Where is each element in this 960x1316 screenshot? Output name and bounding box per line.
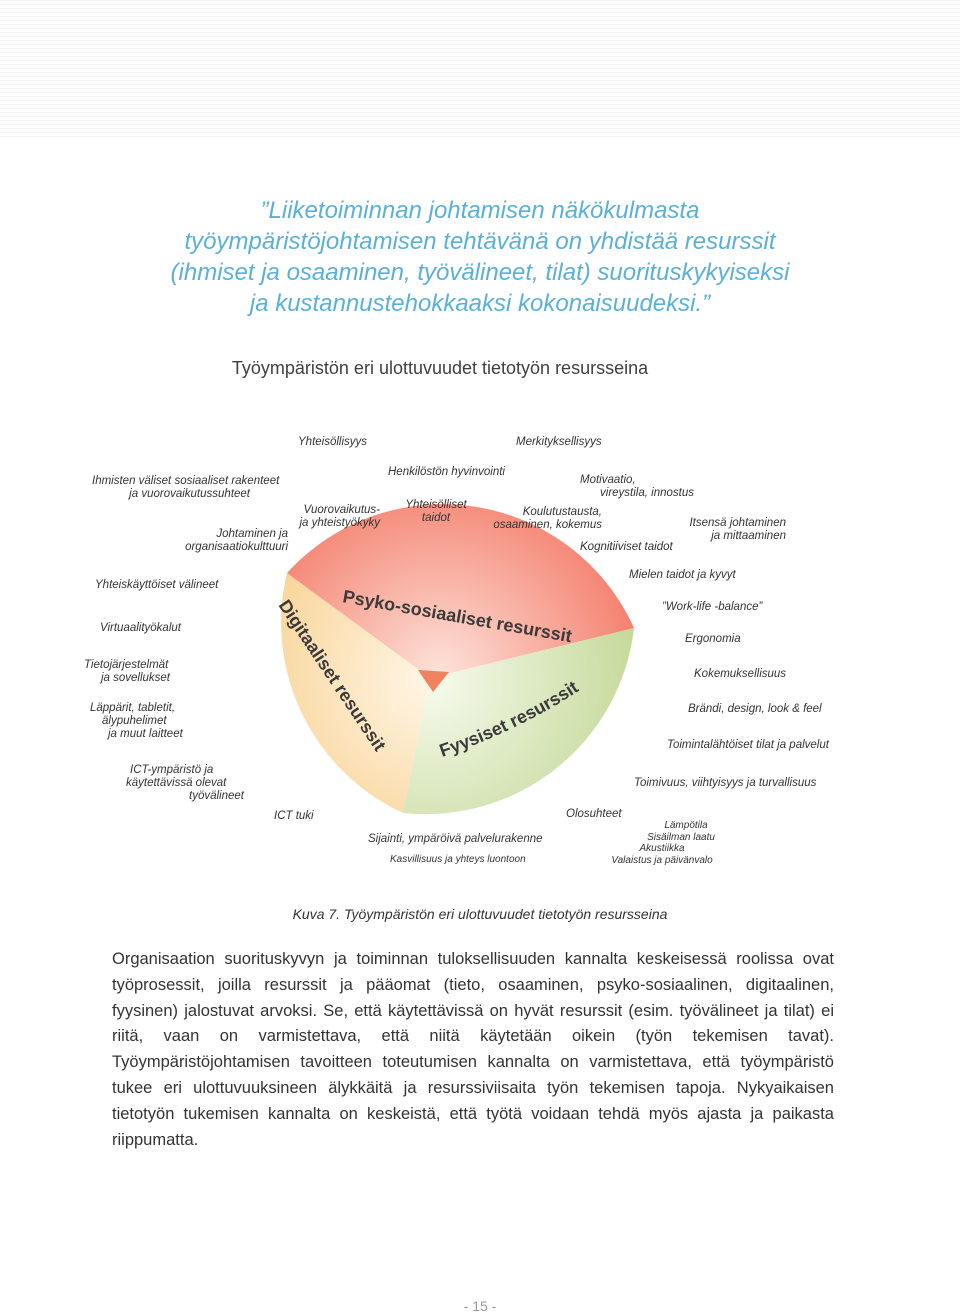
label-yhteisolliset-taidot: Yhteisölliset taidot xyxy=(396,499,476,525)
label-line: Sisäilman laatu xyxy=(600,832,724,844)
label-ict-tuki: ICT tuki xyxy=(274,810,314,823)
label-motivaatio: Motivaatio, vireystila, innostus xyxy=(560,474,694,500)
label-line: ja muut laitteet xyxy=(90,728,183,741)
label-henkiloston-hyvinvointi: Henkilöstön hyvinvointi xyxy=(388,466,505,479)
label-line: Ihmisten väliset sosiaaliset rakenteet xyxy=(92,475,250,488)
label-toimintalahtoiset: Toimintalähtöiset tilat ja palvelut xyxy=(667,739,829,752)
label-vuorovaikutus: Vuorovaikutus- ja yhteistyökyky xyxy=(280,504,380,530)
label-yhteisollisyys: Yhteisöllisyys xyxy=(298,436,367,449)
label-line: käytettävissä olevat xyxy=(110,777,244,790)
figure-caption: Kuva 7. Työympäristön eri ulottuvuudet t… xyxy=(0,906,960,922)
label-line: Valaistus ja päivänvalo xyxy=(600,855,724,867)
label-line: ja vuorovaikutussuhteet xyxy=(92,488,250,501)
label-ergonomia: Ergonomia xyxy=(685,633,741,646)
label-merkityksellisyys: Merkityksellisyys xyxy=(516,436,602,449)
label-yhteiskayttoiset: Yhteiskäyttöiset välineet xyxy=(95,579,218,592)
label-line: Vuorovaikutus- xyxy=(280,504,380,517)
label-line: ja yhteistyökyky xyxy=(280,517,380,530)
label-line: Akustiikka xyxy=(600,843,724,855)
label-line: Motivaatio, xyxy=(560,474,694,487)
label-tietojarjestelmat: Tietojärjestelmät ja sovellukset xyxy=(64,659,170,685)
label-olosuhteet-list: Lämpötila Sisäilman laatu Akustiikka Val… xyxy=(600,820,724,866)
label-line: Lämpötila xyxy=(600,820,724,832)
label-virtuaalityokalut: Virtuaalityökalut xyxy=(100,622,181,635)
label-sijainti: Sijainti, ympäröivä palvelurakenne xyxy=(368,833,543,846)
page-number: - 15 - xyxy=(0,1298,960,1314)
label-mielen-taidot: Mielen taidot ja kyvyt xyxy=(629,569,736,582)
label-line: Läppärit, tabletit, xyxy=(90,702,183,715)
label-johtaminen: Johtaminen ja organisaatiokulttuuri xyxy=(160,528,288,554)
label-line: älypuhelimet xyxy=(90,715,183,728)
label-lapparit: Läppärit, tabletit, älypuhelimet ja muut… xyxy=(90,702,183,741)
label-itsensa-johtaminen: Itsensä johtaminen ja mittaaminen xyxy=(660,517,786,543)
label-kokemuksellisuus: Kokemuksellisuus xyxy=(694,668,786,681)
label-line: osaaminen, kokemus xyxy=(490,519,602,532)
label-line: Johtaminen ja xyxy=(160,528,288,541)
label-line: ICT-ympäristö ja xyxy=(110,764,244,777)
label-toimivuus: Toimivuus, viihtyisyys ja turvallisuus xyxy=(634,777,816,790)
label-ict-ymparisto: ICT-ympäristö ja käytettävissä olevat ty… xyxy=(110,764,244,803)
label-koulutustausta: Koulutustausta, osaaminen, kokemus xyxy=(490,506,602,532)
label-line: työvälineet xyxy=(110,790,244,803)
label-line: ja mittaaminen xyxy=(660,530,786,543)
label-ihmisten: Ihmisten väliset sosiaaliset rakenteet j… xyxy=(92,475,250,501)
label-line: Itsensä johtaminen xyxy=(660,517,786,530)
label-brandi: Brändi, design, look & feel xyxy=(688,703,822,716)
label-line: taidot xyxy=(396,512,476,525)
label-line: Koulutustausta, xyxy=(490,506,602,519)
label-line: ja sovellukset xyxy=(64,672,170,685)
label-line: vireystila, innostus xyxy=(560,487,694,500)
label-line: organisaatiokulttuuri xyxy=(160,541,288,554)
label-line: Tietojärjestelmät xyxy=(64,659,170,672)
label-kognitiiviset-taidot: Kognitiiviset taidot xyxy=(580,541,673,554)
label-line: Yhteisölliset xyxy=(396,499,476,512)
label-kasvillisuus: Kasvillisuus ja yhteys luontoon xyxy=(390,854,526,866)
label-work-life: ”Work-life -balance” xyxy=(662,601,762,614)
body-paragraph: Organisaation suorituskyvyn ja toiminnan… xyxy=(112,947,834,1153)
